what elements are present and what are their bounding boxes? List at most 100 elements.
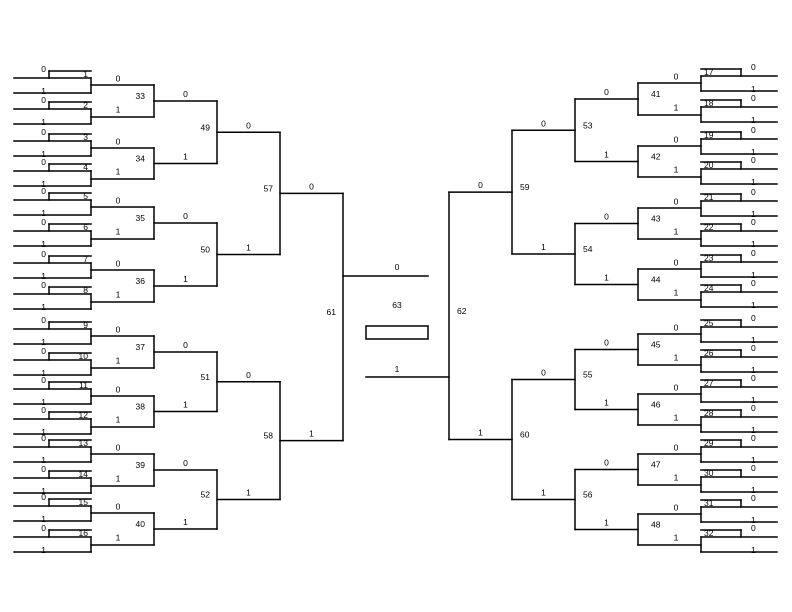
seed-label: 21: [704, 192, 714, 202]
bit-label-1: 1: [674, 165, 679, 175]
bit-label-1: 1: [751, 515, 756, 525]
seed-label: 30: [704, 468, 714, 478]
bit-label-1: 1: [751, 395, 756, 405]
bit-label-0: 0: [183, 340, 188, 350]
bit-label-1: 1: [751, 300, 756, 310]
match-label: 62: [457, 306, 467, 316]
bit-label-1: 1: [674, 103, 679, 113]
bit-label-1: 1: [751, 365, 756, 375]
bit-label-0: 0: [674, 383, 679, 393]
seed-label: 5: [83, 191, 88, 201]
bit-label-1: 1: [41, 427, 46, 437]
bit-label-0: 0: [751, 343, 756, 353]
match-label: 60: [520, 430, 530, 440]
bit-label-1: 1: [116, 290, 121, 300]
bit-label-0: 0: [183, 211, 188, 221]
bit-label-0: 0: [116, 259, 121, 269]
bit-label-1: 1: [41, 397, 46, 407]
bit-label-1: 1: [674, 533, 679, 543]
match-label: 47: [651, 460, 661, 470]
seed-label: 29: [704, 438, 714, 448]
seed-label: 14: [79, 469, 89, 479]
match-label: 35: [136, 213, 146, 223]
bit-label-1: 1: [116, 474, 121, 484]
match-label: 34: [136, 154, 146, 164]
bit-label-1: 1: [674, 288, 679, 298]
bit-label-0: 0: [183, 89, 188, 99]
bit-label-0: 0: [751, 93, 756, 103]
seed-label: 4: [83, 162, 88, 172]
bit-label-1: 1: [41, 117, 46, 127]
bit-label-0: 0: [309, 181, 314, 191]
bit-label-1: 1: [183, 152, 188, 162]
bit-label-0: 0: [674, 443, 679, 453]
seed-label: 31: [704, 498, 714, 508]
bit-label-1: 1: [674, 353, 679, 363]
bit-label-0: 0: [604, 212, 609, 222]
seed-label: 16: [79, 528, 89, 538]
seed-label: 28: [704, 408, 714, 418]
bit-label-0: 0: [395, 262, 400, 272]
match-label: 58: [264, 431, 274, 441]
seed-label: 9: [83, 320, 88, 330]
bit-label-0: 0: [116, 385, 121, 395]
bit-label-1: 1: [751, 84, 756, 94]
bit-label-0: 0: [751, 278, 756, 288]
bit-label-1: 1: [246, 488, 251, 498]
bit-label-1: 1: [41, 239, 46, 249]
bit-label-1: 1: [41, 86, 46, 96]
bit-label-1: 1: [604, 150, 609, 160]
bit-label-1: 1: [116, 227, 121, 237]
bit-label-0: 0: [751, 313, 756, 323]
bit-label-1: 1: [41, 302, 46, 312]
match-label: 43: [651, 214, 661, 224]
match-label: 33: [136, 91, 146, 101]
bit-label-1: 1: [604, 518, 609, 528]
bit-label-1: 1: [751, 239, 756, 249]
bit-label-0: 0: [751, 463, 756, 473]
seed-label: 2: [83, 100, 88, 110]
bit-label-1: 1: [41, 271, 46, 281]
seed-label: 10: [79, 351, 89, 361]
seed-label: 24: [704, 283, 714, 293]
bit-label-1: 1: [116, 356, 121, 366]
bit-label-0: 0: [674, 135, 679, 145]
bit-label-0: 0: [246, 120, 251, 130]
bit-label-1: 1: [395, 364, 400, 374]
bit-label-0: 0: [41, 127, 46, 137]
match-label: 49: [201, 122, 211, 132]
bit-label-1: 1: [674, 227, 679, 237]
bit-label-0: 0: [41, 95, 46, 105]
match-label: 39: [136, 460, 146, 470]
bit-label-1: 1: [751, 115, 756, 125]
bit-label-0: 0: [751, 125, 756, 135]
bit-label-0: 0: [604, 87, 609, 97]
bit-label-0: 0: [541, 118, 546, 128]
bit-label-0: 0: [41, 217, 46, 227]
match-label: 40: [136, 519, 146, 529]
bit-label-0: 0: [751, 155, 756, 165]
match-label: 37: [136, 342, 146, 352]
bit-label-1: 1: [183, 517, 188, 527]
bit-label-1: 1: [116, 415, 121, 425]
bit-label-0: 0: [41, 405, 46, 415]
seed-label: 25: [704, 318, 714, 328]
bit-label-0: 0: [41, 375, 46, 385]
bit-label-1: 1: [478, 428, 483, 438]
match-label: 41: [651, 89, 661, 99]
match-label: 51: [201, 372, 211, 382]
bit-label-1: 1: [541, 488, 546, 498]
bit-label-0: 0: [116, 137, 121, 147]
bit-label-1: 1: [751, 209, 756, 219]
seed-label: 6: [83, 222, 88, 232]
bit-label-0: 0: [751, 248, 756, 258]
match-label: 54: [583, 244, 593, 254]
bit-label-0: 0: [674, 503, 679, 513]
seed-label: 22: [704, 222, 714, 232]
bit-label-1: 1: [751, 177, 756, 187]
seed-label: 23: [704, 253, 714, 263]
bit-label-1: 1: [41, 149, 46, 159]
bit-label-1: 1: [183, 274, 188, 284]
seed-label: 11: [79, 380, 88, 390]
bit-label-0: 0: [41, 346, 46, 356]
